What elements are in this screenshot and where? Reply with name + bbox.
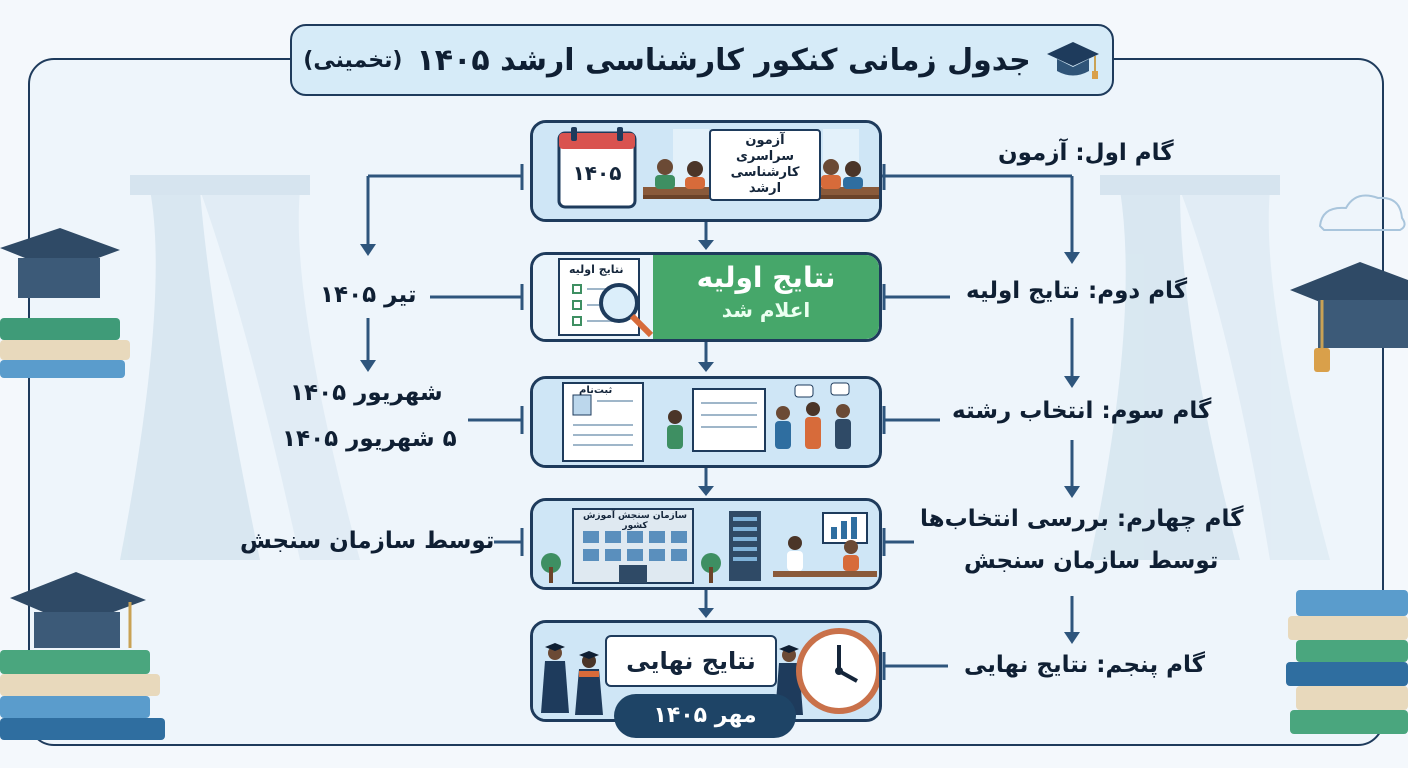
azadi-tower-left (120, 175, 360, 560)
magnifier-icon (599, 283, 639, 323)
step-4-label: گام چهارم: بررسی انتخاب‌ها (920, 506, 1244, 532)
exam-sign-line-2: کارشناسی ارشد (730, 165, 800, 196)
step-1-label: گام اول: آزمون (998, 140, 1174, 166)
graduation-cap-icon (1046, 42, 1099, 79)
results-document-illustration (533, 255, 663, 339)
panel-review: سازمان سنجش آموزش کشور (530, 498, 882, 590)
date-step-3a: شهریور ۱۴۰۵ (290, 380, 443, 406)
results-doc-title: نتایج اولیه (569, 263, 624, 276)
results-heading: نتایج اولیه (696, 261, 836, 294)
exam-hall-illustration (533, 123, 879, 219)
building-sign: سازمان سنجش آموزش کشور (583, 511, 687, 531)
step-5-label: گام پنجم: نتایج نهایی (964, 652, 1205, 678)
results-status: اعلام شد (721, 298, 811, 322)
field-selection-illustration (533, 379, 879, 465)
step-2-label: گام دوم: نتایج اولیه (966, 278, 1188, 304)
results-announcement-card: نتایج اولیه اعلام شد (653, 255, 879, 339)
step-4-sublabel: توسط سازمان سنجش (964, 548, 1219, 574)
final-results-date: مهر ۱۴۰۵ (614, 694, 796, 738)
date-step-4: توسط سازمان سنجش (240, 528, 495, 554)
panel-initial-results: نتایج اولیه نتایج اولیه اعلام شد (530, 252, 882, 342)
exam-sign: آزمون سراسری کارشناسی ارشد (709, 129, 821, 201)
date-step-2: تیر ۱۴۰۵ (320, 282, 417, 308)
azadi-tower-right (1090, 175, 1330, 560)
title-note: (تخمینی) (303, 47, 403, 73)
organization-building-illustration (533, 501, 879, 587)
exam-sign-line-1: آزمون سراسری (735, 133, 795, 164)
title-banner: جدول زمانی کنکور کارشناسی ارشد ۱۴۰۵ (تخم… (290, 24, 1114, 96)
panel-exam: ۱۴۰۵ آزمون سراسری کارشناسی ارشد (530, 120, 882, 222)
final-results-card: نتایج نهایی (605, 635, 777, 687)
books-left-bottom (0, 572, 165, 740)
step-3-label: گام سوم: انتخاب رشته (952, 398, 1212, 424)
calendar-year: ۱۴۰۵ (572, 161, 622, 185)
page-title: جدول زمانی کنکور کارشناسی ارشد ۱۴۰۵ (416, 42, 1031, 78)
books-left-top (0, 228, 130, 378)
registration-form-title: ثبت‌نام (579, 385, 613, 396)
date-step-3b: ۵ شهریور ۱۴۰۵ (282, 426, 457, 452)
panel-field-selection: ثبت‌نام (530, 376, 882, 468)
books-right (1286, 262, 1408, 734)
